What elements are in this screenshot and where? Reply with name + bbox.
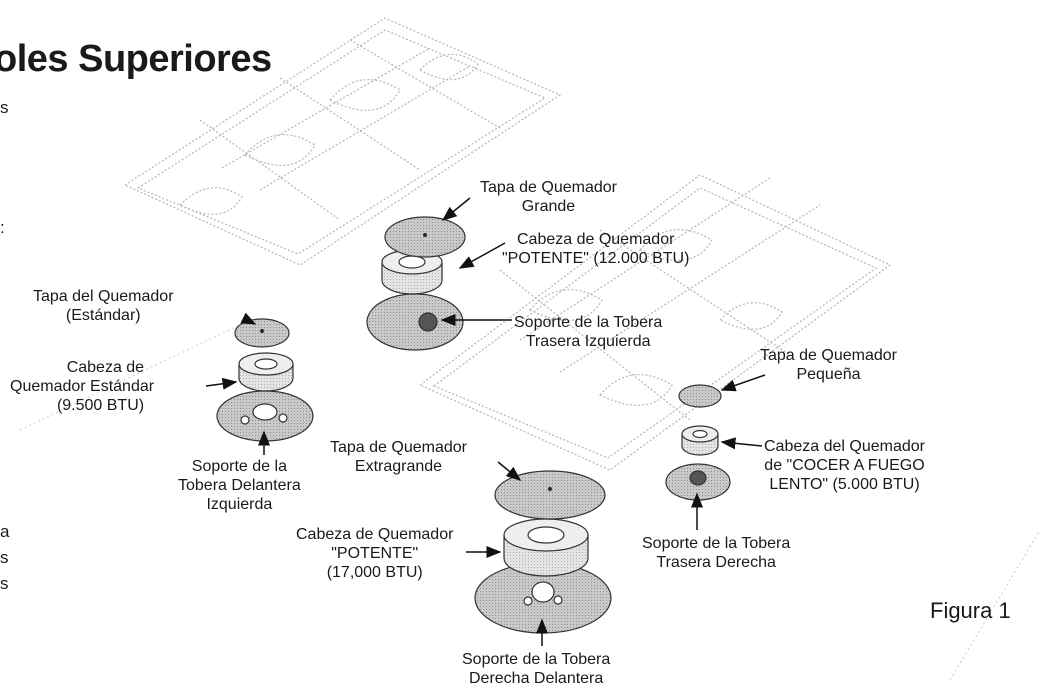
label-xl-cap: Tapa de Quemador Extragrande (330, 439, 467, 475)
label-simmer-head: Cabeza del Quemador de "COCER A FUEGO LE… (764, 438, 925, 493)
label-rear-left-support: Soporte de la Tobera Trasera Izquierda (514, 314, 663, 350)
label-rear-right-support: Soporte de la Tobera Trasera Derecha (642, 535, 791, 571)
label-front-right-support: Soporte de la Tobera Derecha Delantera (462, 651, 611, 687)
page-edge-line (949, 529, 1041, 681)
right-grate (418, 174, 892, 471)
label-standard-head: Cabeza de Quemador Estándar (9.500 BTU) (10, 359, 155, 414)
large-burner (366, 216, 466, 351)
section-title: oles Superiores (0, 38, 272, 80)
cut-text-fragment: s (0, 574, 9, 593)
cut-text-fragment: a (0, 522, 10, 541)
small-burner (665, 384, 731, 501)
label-front-left-support: Soporte de la Tobera Delantera Izquierda (178, 458, 301, 513)
cut-text-fragment: : (0, 218, 5, 237)
callout-arrows (205, 197, 766, 646)
left-grate (123, 17, 562, 266)
label-large-cap: Tapa de Quemador Grande (480, 179, 617, 215)
label-power-head-17k: Cabeza de Quemador "POTENTE" (17,000 BTU… (296, 526, 454, 581)
cut-text-fragment: s (0, 548, 9, 567)
label-standard-cap: Tapa del Quemador (Estándar) (33, 288, 174, 324)
label-power-head-12k: Cabeza de Quemador "POTENTE" (12.000 BTU… (502, 231, 690, 267)
xl-burner (474, 470, 612, 634)
standard-burner (216, 318, 314, 442)
figure-label: Figura 1 (930, 598, 1011, 623)
cut-text-fragment: s (0, 98, 9, 117)
label-small-cap: Tapa de Quemador Pequeña (760, 347, 897, 383)
